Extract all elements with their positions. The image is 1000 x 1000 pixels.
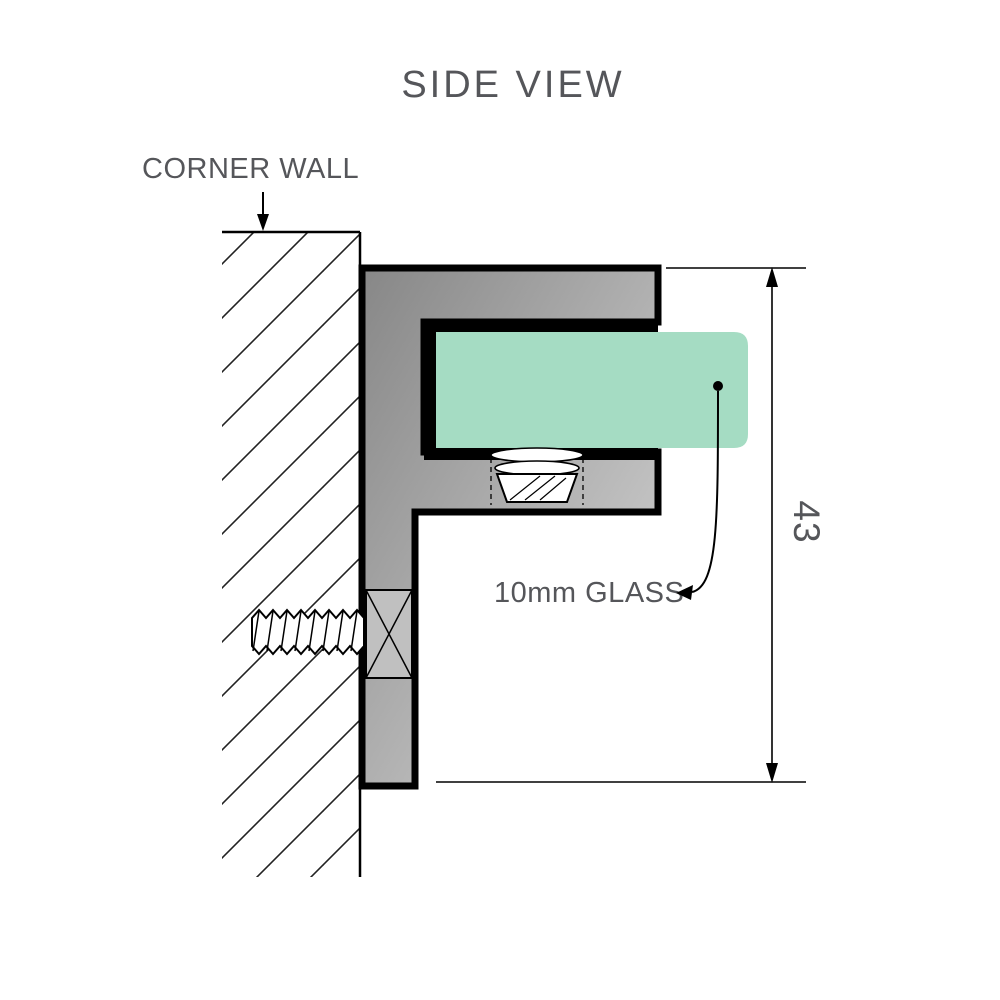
gasket: [490, 447, 584, 505]
glass-label: 10mm GLASS: [494, 577, 684, 609]
corner-wall-label: CORNER WALL: [142, 153, 359, 185]
glass-leader-arrowhead: [676, 585, 693, 600]
gasket-washer-bottom: [494, 460, 580, 476]
page-title: SIDE VIEW: [401, 64, 624, 106]
screw-head-cross: [365, 589, 413, 679]
gasket-washer-top: [490, 447, 584, 463]
gasket-hatch-lines: [509, 475, 567, 501]
dimension-43: 43: [436, 267, 827, 783]
wall-hatching: [222, 232, 360, 877]
glass-panel: [428, 332, 748, 448]
glass-leader-dot: [713, 381, 723, 391]
corner-wall-arrowhead: [257, 214, 269, 231]
screw-thread: [251, 608, 365, 656]
corner-wall-section: [222, 230, 362, 877]
dimension-value: 43: [786, 500, 827, 543]
screw-thread-flanks: [252, 610, 358, 652]
dimension-arrow-bottom: [766, 763, 778, 783]
fixing-screw: [251, 589, 413, 679]
dimension-arrow-top: [766, 267, 778, 287]
glass-leader-line: [691, 390, 719, 593]
